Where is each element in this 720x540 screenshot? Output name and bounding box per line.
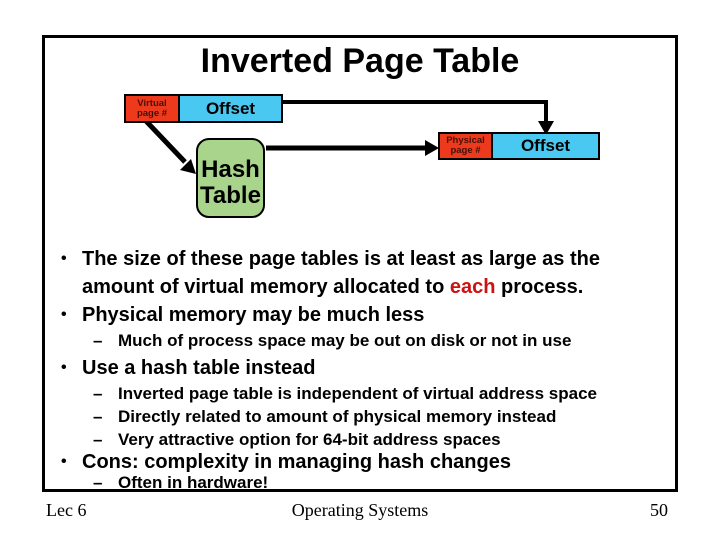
physical-offset-cell: Offset: [493, 134, 598, 158]
list-item: – Inverted page table is independent of …: [93, 382, 661, 405]
list-item: – Often in hardware!: [93, 471, 661, 494]
bullet-marker: –: [93, 430, 103, 449]
slide-canvas: Inverted Page Table Virtual page # Offse…: [42, 35, 678, 492]
list-item: • Physical memory may be much less: [61, 301, 661, 329]
bullet-marker: –: [93, 384, 103, 403]
list-item: • Cons: complexity in managing hash chan…: [61, 448, 661, 476]
bullet-list: • The size of these page tables is at le…: [61, 245, 661, 494]
arrow-offset-to-physical-offset: [283, 100, 554, 135]
bullet-text: Often in hardware!: [118, 473, 269, 492]
virtual-page-number-cell: Virtual page #: [126, 96, 180, 121]
arrow-hashtable-to-physicalpage: [266, 140, 439, 156]
bullet-text: Physical memory may be much less: [82, 304, 425, 326]
bullet-text: Directly related to amount of physical m…: [118, 407, 557, 426]
virtual-page-label-line2: page #: [136, 107, 168, 119]
bullet-text: Inverted page table is independent of vi…: [118, 384, 597, 403]
hash-table-label-line1: Hash: [201, 156, 260, 183]
list-item: • The size of these page tables is at le…: [61, 245, 661, 301]
slide-title: Inverted Page Table: [200, 42, 520, 80]
virtual-address-box: Virtual page # Offset: [124, 94, 283, 123]
bullet-marker: –: [93, 331, 103, 350]
bullet-text: Much of process space may be out on disk…: [118, 331, 572, 350]
physical-address-box: Physical page # Offset: [438, 132, 600, 160]
list-item: • Use a hash table instead: [61, 354, 661, 382]
slide-footer: Lec 6 Operating Systems 50: [0, 500, 720, 524]
bullet-marker: •: [61, 453, 67, 470]
physical-page-number-cell: Physical page #: [440, 134, 493, 158]
bullet-text-highlight: each: [449, 276, 496, 298]
arrow-virtualpage-to-hashtable: [144, 119, 196, 174]
physical-page-label-line2: page #: [450, 145, 481, 156]
bullet-marker: –: [93, 407, 103, 426]
bullet-text-post: process.: [495, 276, 584, 298]
physical-page-label-line1: Physical: [446, 135, 485, 146]
footer-page-number: 50: [650, 500, 668, 520]
bullet-marker: –: [93, 473, 103, 492]
footer-lecture-label: Lec 6: [46, 500, 87, 520]
bullet-text: Use a hash table instead: [82, 357, 316, 379]
list-item: – Very attractive option for 64-bit addr…: [93, 428, 661, 451]
bullet-text: The size of these page tables is at leas…: [82, 245, 638, 301]
footer-course-label: Operating Systems: [291, 500, 429, 520]
bullet-text-pre: The size of these page tables is at leas…: [82, 248, 600, 298]
list-item: – Much of process space may be out on di…: [93, 329, 661, 352]
bullet-marker: •: [61, 306, 67, 323]
list-item: – Directly related to amount of physical…: [93, 405, 661, 428]
bullet-text: Very attractive option for 64-bit addres…: [118, 430, 501, 449]
bullet-marker: •: [61, 359, 67, 376]
bullet-text: Cons: complexity in managing hash change…: [82, 451, 511, 473]
hash-table-box: Hash Table: [196, 138, 265, 218]
hash-table-label-line2: Table: [200, 182, 261, 209]
virtual-offset-cell: Offset: [180, 96, 281, 121]
bullet-marker: •: [61, 250, 67, 267]
virtual-page-label-line1: Virtual: [137, 97, 167, 109]
